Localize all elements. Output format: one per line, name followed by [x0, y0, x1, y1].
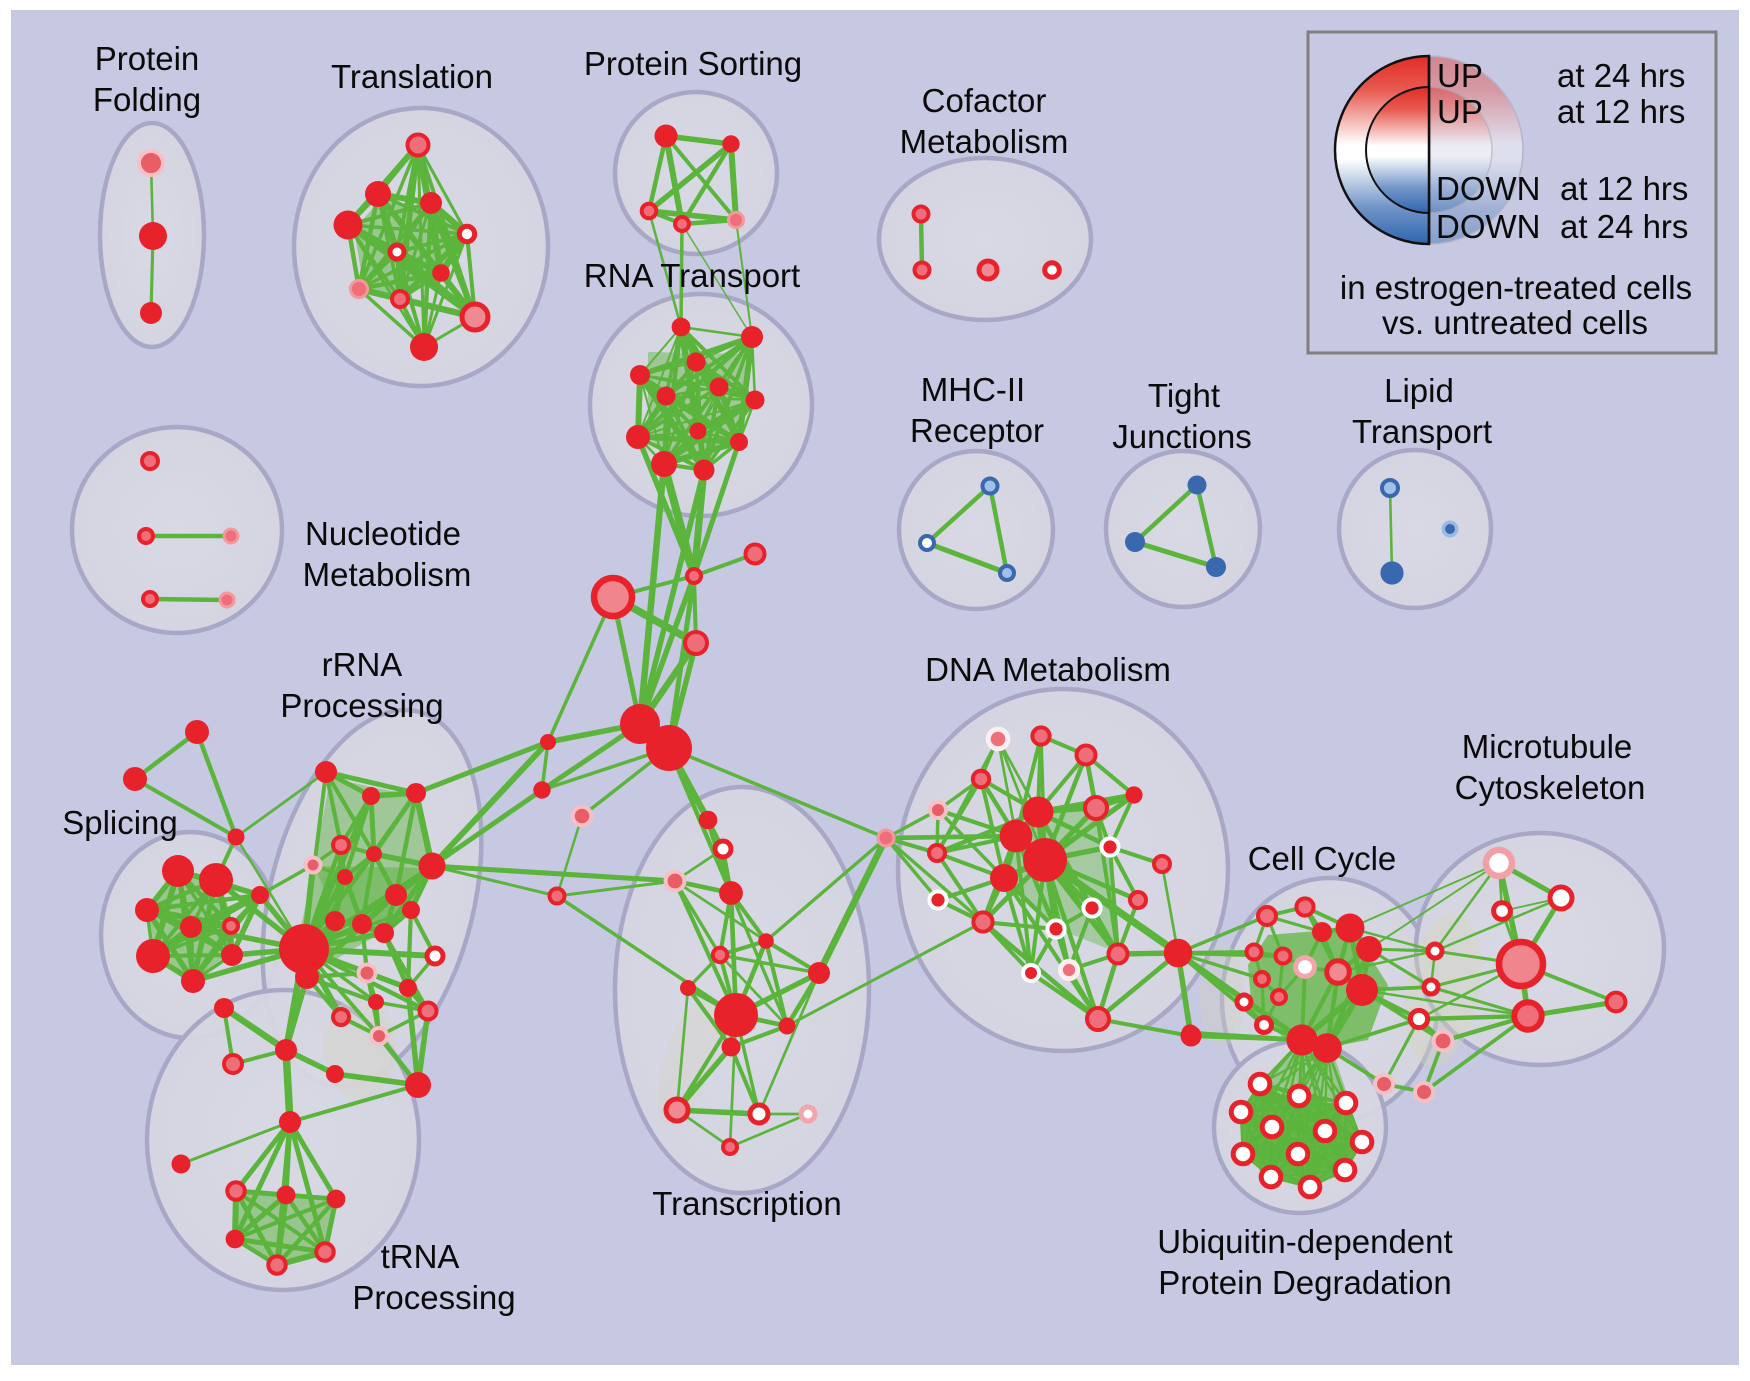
svg-text:Protein Degradation: Protein Degradation: [1158, 1264, 1452, 1301]
svg-text:at 12 hrs: at 12 hrs: [1557, 93, 1685, 130]
svg-text:DOWN: DOWN: [1436, 208, 1540, 245]
svg-text:vs. untreated cells: vs. untreated cells: [1382, 304, 1648, 341]
svg-text:Transport: Transport: [1352, 413, 1492, 450]
svg-text:Metabolism: Metabolism: [900, 123, 1069, 160]
svg-text:Tight: Tight: [1148, 377, 1220, 414]
svg-text:Metabolism: Metabolism: [303, 556, 472, 593]
svg-text:Processing: Processing: [280, 687, 443, 724]
svg-text:at 24 hrs: at 24 hrs: [1557, 57, 1685, 94]
svg-text:Protein: Protein: [95, 40, 200, 77]
svg-text:Cell Cycle: Cell Cycle: [1248, 840, 1397, 877]
svg-text:Ubiquitin-dependent: Ubiquitin-dependent: [1157, 1223, 1452, 1260]
svg-text:at 24 hrs: at 24 hrs: [1560, 208, 1688, 245]
svg-text:RNA Transport: RNA Transport: [584, 257, 800, 294]
svg-text:at 12 hrs: at 12 hrs: [1560, 170, 1688, 207]
svg-text:rRNA: rRNA: [322, 646, 403, 683]
svg-text:Junctions: Junctions: [1112, 418, 1251, 455]
svg-text:Transcription: Transcription: [652, 1185, 842, 1222]
svg-text:Folding: Folding: [93, 81, 201, 118]
svg-text:Translation: Translation: [331, 58, 493, 95]
svg-text:DOWN: DOWN: [1436, 170, 1540, 207]
svg-text:UP: UP: [1437, 93, 1483, 130]
svg-text:in estrogen-treated cells: in estrogen-treated cells: [1340, 269, 1692, 306]
svg-text:Cofactor: Cofactor: [922, 82, 1047, 119]
svg-text:UP: UP: [1437, 57, 1483, 94]
svg-text:Processing: Processing: [352, 1279, 515, 1316]
svg-text:Cytoskeleton: Cytoskeleton: [1455, 769, 1646, 806]
svg-text:MHC-II: MHC-II: [921, 371, 1025, 408]
svg-text:Protein Sorting: Protein Sorting: [584, 45, 802, 82]
svg-text:Nucleotide: Nucleotide: [305, 515, 461, 552]
svg-text:Microtubule: Microtubule: [1462, 728, 1633, 765]
svg-text:Receptor: Receptor: [910, 412, 1044, 449]
svg-text:tRNA: tRNA: [381, 1238, 460, 1275]
svg-text:DNA Metabolism: DNA Metabolism: [925, 651, 1171, 688]
svg-text:Splicing: Splicing: [62, 804, 178, 841]
svg-text:Lipid: Lipid: [1384, 372, 1454, 409]
